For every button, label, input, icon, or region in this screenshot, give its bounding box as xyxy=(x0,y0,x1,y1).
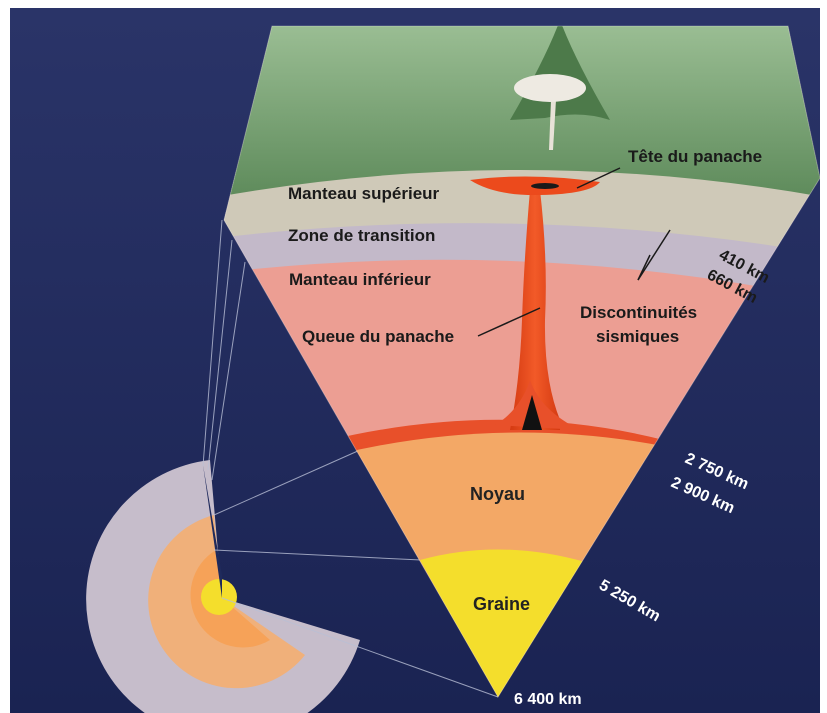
label-upper-mantle: Manteau supérieur xyxy=(288,184,440,203)
label-seismic-1: Discontinuités xyxy=(580,303,697,322)
eruption-cloud xyxy=(514,74,586,102)
label-inner-core: Graine xyxy=(473,594,530,614)
label-lower-mantle: Manteau inférieur xyxy=(289,270,431,289)
label-transition-zone: Zone de transition xyxy=(288,226,435,245)
label-plume-tail: Queue du panache xyxy=(302,327,454,346)
label-plume-head: Tête du panache xyxy=(628,147,762,166)
label-seismic-2: sismiques xyxy=(596,327,679,346)
depth-6400: 6 400 km xyxy=(514,691,582,708)
label-outer-core: Noyau xyxy=(470,484,525,504)
